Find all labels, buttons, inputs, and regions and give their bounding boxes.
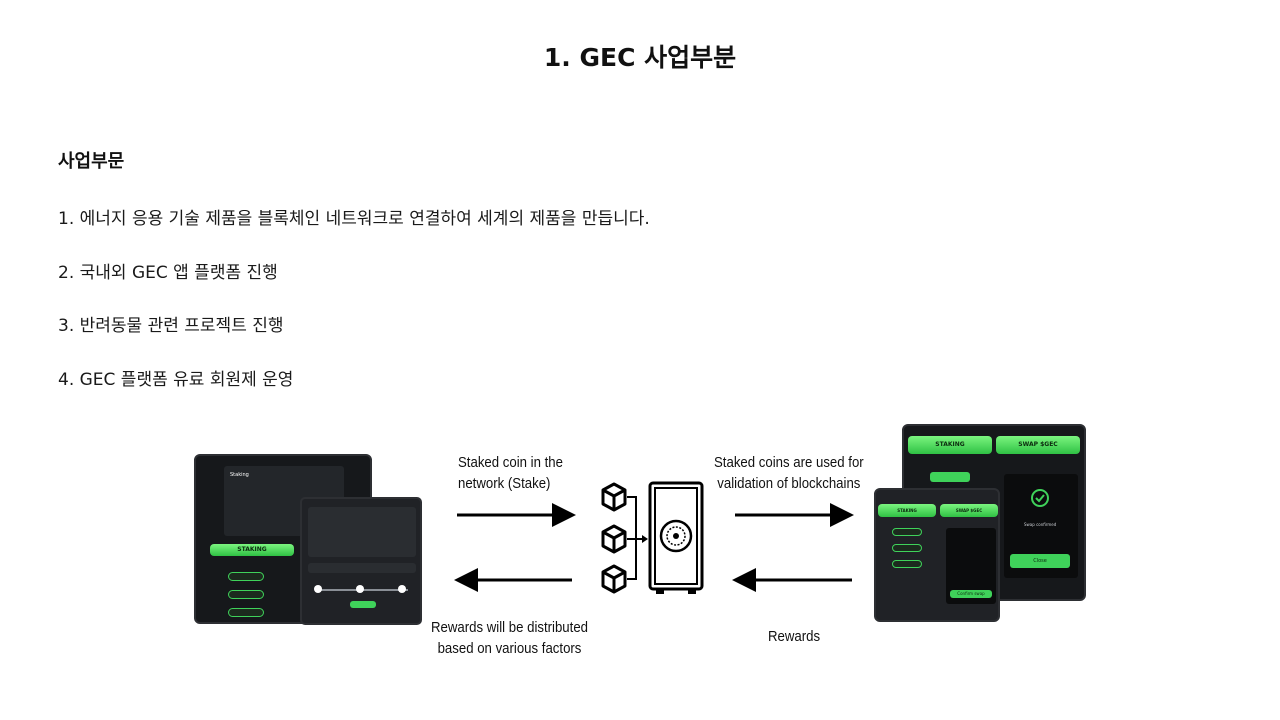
cube-icon [601,564,627,594]
slider-stop [314,585,322,593]
submit-button [350,601,376,608]
staking-option [930,472,970,482]
stake-card [308,507,416,557]
rewards-caption: Rewards [768,628,821,645]
slider-stop [398,585,406,593]
caption-line: validation of blockchains [717,475,861,492]
list-item: 3. 반려동물 관련 프로젝트 진행 [58,316,284,336]
option-pill [228,608,264,617]
validation-caption: Staked coins are used for validation of … [714,452,864,494]
rewards-distributed-caption: Rewards will be distributed based on var… [431,617,588,659]
cube-icon [601,524,627,554]
confirm-swap-button: Confirm swap [950,590,992,598]
safe-icon [648,481,704,594]
list-item: 2. 국내외 GEC 앱 플랫폼 진행 [58,263,278,283]
caption-line: Staked coin in the [458,454,563,471]
slider-stop [356,585,364,593]
staking-button: STAKING [210,544,294,556]
option-pill [228,590,264,599]
close-button: Close [1010,554,1070,568]
list-item: 4. GEC 플랫폼 유료 회원제 운영 [58,370,294,390]
swap-status: Swap confirmed [1024,522,1057,527]
caption-line: network (Stake) [458,475,551,492]
option-pill [892,560,922,568]
caption-line: Staked coins are used for [714,454,864,471]
section-heading: 사업부문 [58,151,125,172]
input-row [308,563,416,573]
cube-icon [601,482,627,512]
slide-title: 1. GEC 사업부분 [543,43,737,72]
check-circle-icon [1031,489,1049,507]
option-pill [892,528,922,536]
option-pill [228,572,264,581]
screen-title: Staking [230,472,249,478]
stake-caption: Staked coin in the network (Stake) [458,452,563,494]
tab-swap: SWAP $GEC [940,504,998,517]
staking-app-phone [300,497,422,625]
caption-line: Rewards will be distributed [431,619,589,636]
option-pill [892,544,922,552]
caption-line: based on various factors [437,640,582,657]
swap-app-phone: STAKING SWAP $GEC Confirm swap [874,488,1000,622]
tab-staking: STAKING [878,504,936,517]
tab-swap: SWAP $GEC [996,436,1080,454]
list-item: 1. 에너지 응용 기술 제품을 블록체인 네트워크로 연결하여 세계의 제품을… [58,209,650,229]
tab-staking: STAKING [908,436,992,454]
